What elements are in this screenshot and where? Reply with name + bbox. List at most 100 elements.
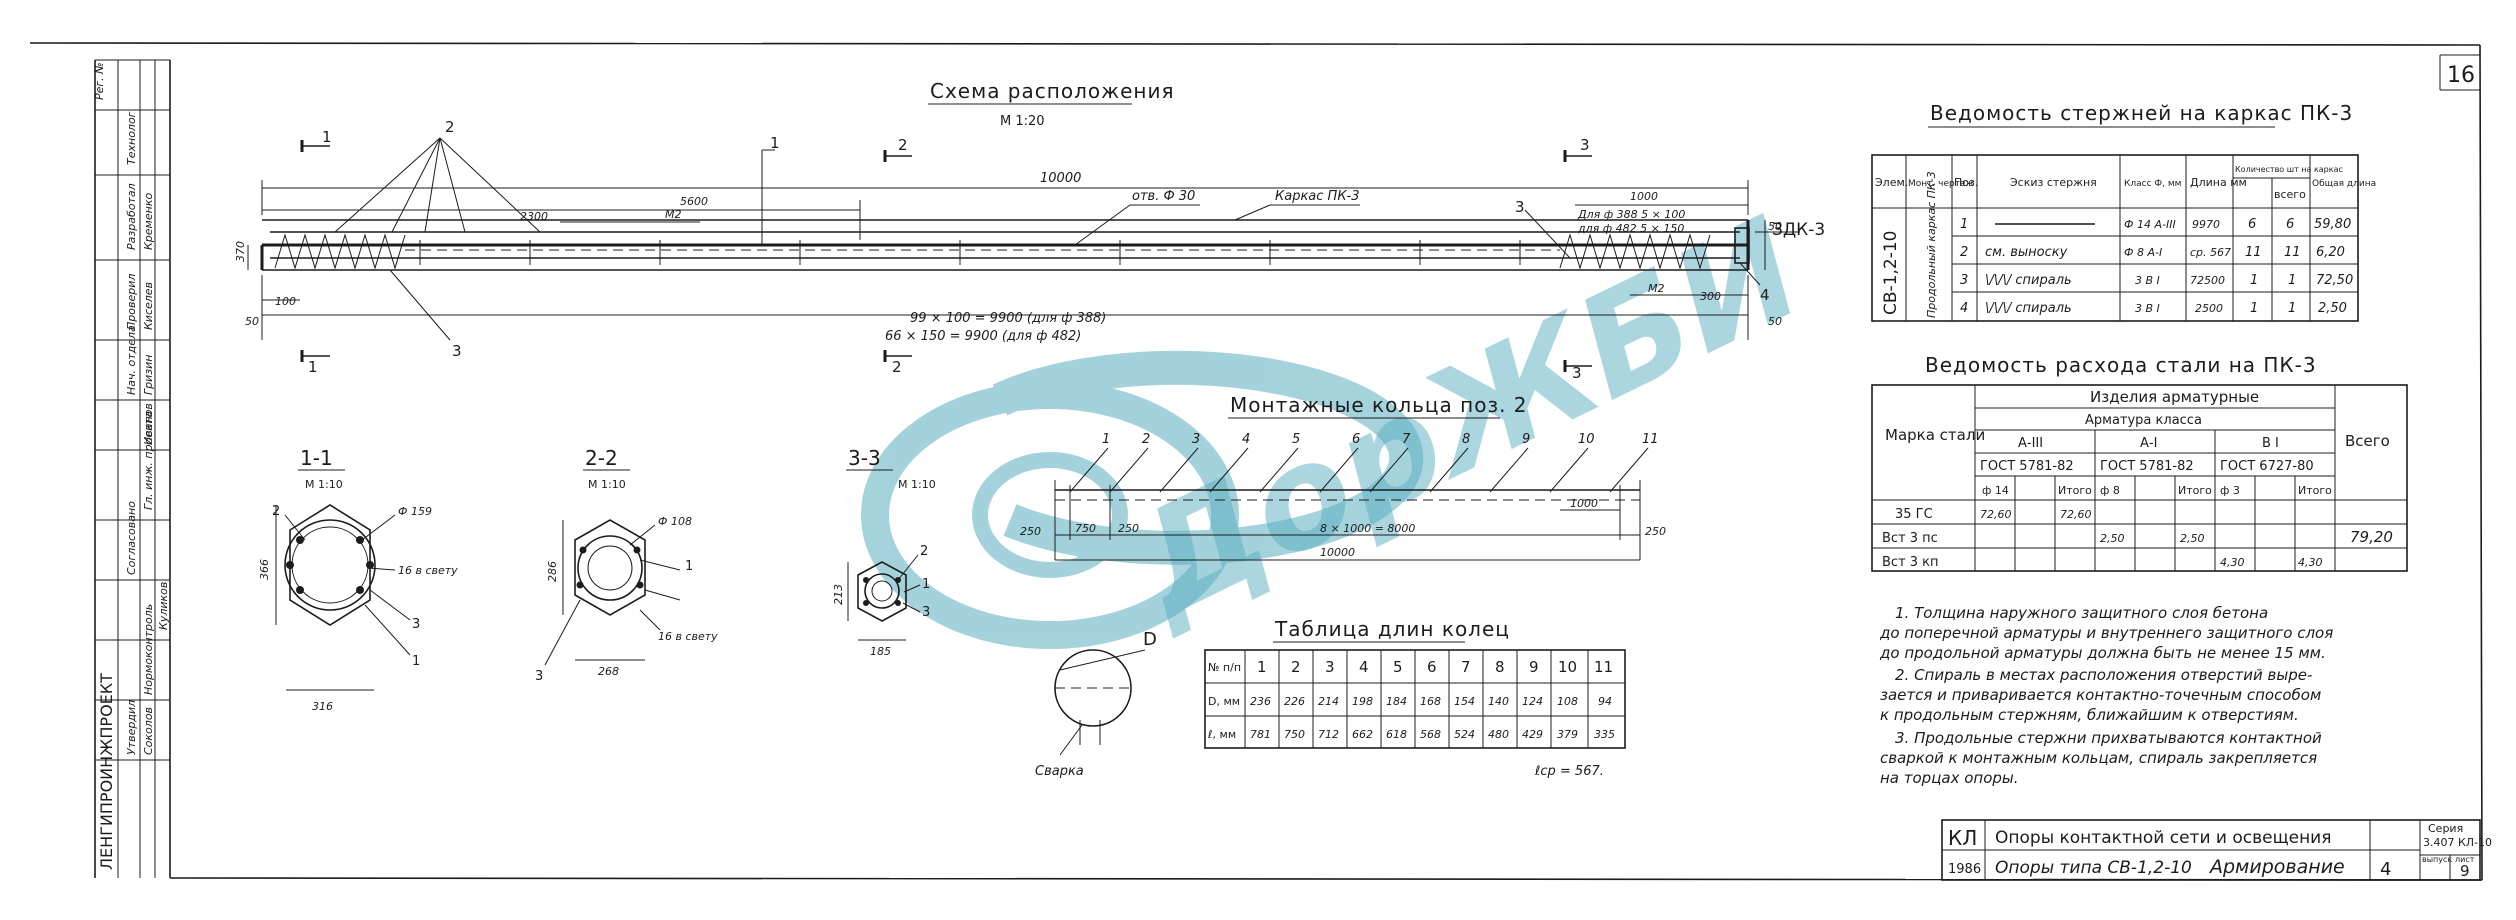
tb-sheet-label: лист [2455, 855, 2475, 864]
steel-th-class-0: А-III [2018, 436, 2043, 451]
rings-r1-c5: 618 [1386, 728, 1407, 741]
sec3-height: 213 [832, 584, 845, 605]
rings-r1-c0: ℓ, мм [1207, 728, 1236, 741]
rings-r1-c9: 429 [1522, 728, 1543, 741]
sec2-title: 2-2 [585, 446, 618, 470]
bars-r3-sketch: \/\/\/ спираль [1985, 301, 2072, 316]
side-stamp [95, 59, 170, 878]
cut-mark-2a: 2 [898, 136, 908, 154]
tb-year: 1986 [1948, 862, 1981, 877]
note-line-5: к продольным стержням, ближайшим к отвер… [1880, 706, 2299, 724]
dim-370: 370 [234, 241, 247, 262]
sec2-width: 268 [598, 665, 619, 678]
tb-page: 9 [2460, 862, 2470, 880]
rings-r1-c8: 480 [1488, 728, 1509, 741]
sec3-pos2: 2 [920, 544, 928, 559]
rings-r0-c0: D, мм [1208, 695, 1240, 708]
stamp-row-0: Рег. № [93, 62, 106, 100]
bars-th-len: Длина мм [2190, 176, 2247, 189]
rings-table-grid [1204, 649, 1626, 749]
sec2-note: 16 в свету [658, 630, 718, 643]
bars-r2-pos: 3 [1960, 273, 1968, 288]
bars-r2-sketch: \/\/\/ спираль [1985, 273, 2072, 288]
sec1-pos3: 3 [412, 617, 420, 632]
ring-num-7: 7 [1402, 432, 1411, 447]
stamp-org: ЛЕНГИПРОИНЖПРОЕКТ [97, 673, 116, 870]
bars-th-sketch: Эскиз стержня [2010, 176, 2097, 189]
stamp-row-14: Куликов [157, 582, 170, 630]
rings-th-5: 5 [1393, 658, 1403, 676]
bars-th-pos: Поз. [1954, 176, 1978, 189]
rings-th-7: 7 [1461, 658, 1471, 676]
bars-r0-len: 9970 [2192, 218, 2220, 231]
rings-dim-750: 750 [1075, 522, 1096, 535]
position-leaders [334, 137, 1800, 341]
steel-th-sub-1: Итого [2058, 484, 2092, 497]
bars-th-qty: Количество шт на каркас [2235, 165, 2343, 174]
tb-title3: Армирование [2208, 856, 2345, 878]
bars-r3-pos: 4 [1960, 301, 1968, 316]
bars-table-title: Ведомость стержней на каркас ПК-3 [1930, 101, 2353, 125]
sheet-number: 16 [2447, 63, 2475, 88]
ring-num-8: 8 [1462, 432, 1470, 447]
ring-num-6: 6 [1352, 432, 1360, 447]
title-block [1941, 819, 2481, 881]
steel-th-marka: Марка стали [1885, 426, 1985, 444]
dim-pitch3b: для ф 482 5 × 150 [1577, 222, 1684, 235]
stamp-row-4: Нач. отдела [125, 325, 138, 395]
steel-r1-c4: 2,50 [2100, 532, 2125, 545]
bars-r1-totallen: 6,20 [2316, 245, 2345, 260]
dim-m2b: М2 [1648, 282, 1665, 295]
note-line-2: до продольной арматуры должна быть не ме… [1879, 644, 2326, 662]
dim-50a: 50 [245, 315, 259, 328]
rings-r0-c3: 214 [1318, 695, 1339, 708]
cut-mark-3a: 3 [1580, 136, 1590, 154]
ring-detail [1054, 649, 1146, 756]
sec3-width: 185 [870, 645, 891, 658]
rings-r0-c1: 236 [1250, 695, 1271, 708]
rings-th-11: 11 [1594, 658, 1613, 676]
ring-num-2: 2 [1142, 432, 1150, 447]
bars-r1-total: 11 [2284, 245, 2301, 260]
sec1-height: 366 [258, 559, 271, 580]
bars-r3-total: 1 [2288, 301, 2296, 316]
bars-th-mont: Монт. чертеж [1908, 179, 1974, 189]
layout-scale: М 1:20 [1000, 114, 1045, 129]
rings-r0-c11: 94 [1598, 695, 1612, 708]
stamp-row-2: Разработал [125, 183, 138, 250]
note-line-4: зается и приваривается контактно-точечны… [1880, 686, 2321, 704]
note-line-0: 1. Толщина наружного защитного слоя бето… [1895, 604, 2268, 622]
note-line-1: до поперечной арматуры и внутреннего защ… [1879, 624, 2333, 642]
bars-r3-qty: 1 [2250, 301, 2258, 316]
steel-th-arm: Арматура класса [2085, 413, 2202, 428]
rings-r0-c7: 154 [1454, 695, 1475, 708]
note-line-3: 2. Спираль в местах расположения отверст… [1895, 666, 2312, 684]
rings-th-6: 6 [1427, 658, 1437, 676]
ring-detail-d: D [1143, 629, 1157, 650]
stamp-row-5: Гл. инж. проекта [142, 411, 155, 510]
bars-table-grid [1871, 154, 2359, 322]
steel-r2-name: Вст 3 кп [1882, 555, 1939, 570]
rings-table-title: Таблица длин колец [1274, 617, 1510, 641]
stamp-row-1: Технолог [125, 111, 138, 165]
tb-sheet: 4 [2380, 859, 2391, 880]
note-line-6: 3. Продольные стержни прихватываются кон… [1895, 729, 2322, 747]
rings-r0-c2: 226 [1284, 695, 1305, 708]
pos-label-4: 4 [1760, 286, 1770, 304]
section-cuts [300, 140, 1592, 372]
steel-th-gost-1: ГОСТ 5781-82 [2100, 459, 2194, 474]
steel-th-sub-2: ф 8 [2100, 484, 2120, 497]
cut-mark-1b: 1 [308, 358, 318, 376]
rings-th-10: 10 [1558, 658, 1577, 676]
steel-th-sub-5: Итого [2298, 484, 2332, 497]
stamp-row-12: Гризин [142, 355, 155, 395]
rings-th-8: 8 [1495, 658, 1505, 676]
ring-num-5: 5 [1292, 432, 1300, 447]
sec1-pos2: 2 [272, 504, 280, 519]
bars-r1-sketch: см. выноску [1985, 245, 2068, 260]
sec2-pos1: 1 [685, 559, 693, 574]
watermark-logo [861, 350, 1424, 649]
bars-r1-pos: 2 [1960, 245, 1968, 260]
rings-th-1: 1 [1257, 658, 1267, 676]
stamp-row-11: Киселев [142, 282, 155, 330]
